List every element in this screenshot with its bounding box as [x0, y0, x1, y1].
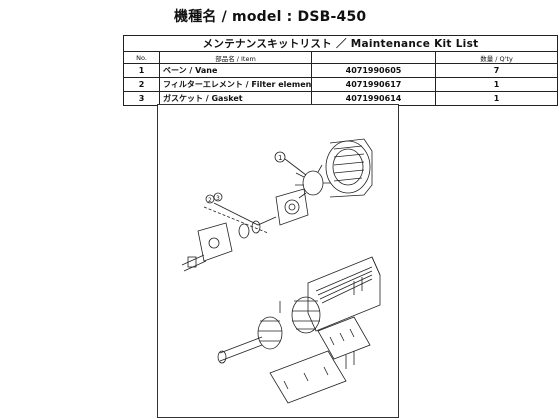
pump-head-cover: [325, 138, 373, 198]
motor-rotor: [257, 296, 321, 350]
row-no: 2: [123, 77, 160, 92]
shaft-line: [213, 202, 277, 226]
row-part-number: 4071990605: [311, 63, 436, 78]
pump-body: [275, 188, 309, 226]
motor-shaft: [217, 336, 263, 364]
motor-body: [307, 256, 381, 332]
maintenance-kit-table: メンテナンスキットリスト ／ Maintenance Kit List No. …: [122, 35, 559, 106]
col-header-qty: 数量 / Q'ty: [434, 51, 559, 64]
table-heading: メンテナンスキットリスト ／ Maintenance Kit List: [122, 35, 559, 52]
row-item: フィルターエレメント / Filter element: [159, 77, 312, 92]
exploded-parts-diagram: 1 2 3: [157, 104, 399, 418]
row-no: 3: [123, 91, 160, 106]
center-line: [203, 206, 269, 234]
table-heading-row: メンテナンスキットリスト ／ Maintenance Kit List: [122, 35, 559, 52]
col-header-no: No.: [123, 51, 160, 64]
table-row: 1 ベーン / Vane 4071990605 7: [123, 63, 559, 78]
callout-3: [213, 192, 223, 202]
exploded-view-drawing: 1 2 3: [181, 138, 381, 404]
page-title: 機種名 / model : DSB-450: [174, 9, 367, 25]
screws: [279, 277, 363, 369]
callout-1: [274, 151, 286, 163]
callout-2: [205, 194, 215, 204]
table-row: 2 フィルターエレメント / Filter element 4071990617…: [123, 77, 559, 92]
row-qty: 1: [434, 91, 559, 106]
col-header-part: [311, 51, 436, 64]
callout-1-label: 1: [278, 154, 282, 162]
callout-2-label: 2: [208, 197, 212, 204]
col-header-item: 部品名 / Item: [159, 51, 312, 64]
inlet-fitting: [181, 254, 207, 272]
rotor-vanes: [295, 164, 331, 199]
base-mount: [269, 350, 347, 404]
filter-housing: [197, 220, 261, 262]
leader-line-1: [284, 158, 307, 176]
row-qty: 1: [434, 77, 559, 92]
row-part-number: 4071990617: [311, 77, 436, 92]
table-row: 3 ガスケット / Gasket 4071990614 1: [123, 91, 559, 106]
row-item: ベーン / Vane: [159, 63, 312, 78]
row-qty: 7: [434, 63, 559, 78]
callout-3-label: 3: [216, 195, 220, 202]
terminal-box: [317, 316, 371, 360]
row-no: 1: [123, 63, 160, 78]
column-header-row: No. 部品名 / Item 数量 / Q'ty: [123, 51, 559, 64]
